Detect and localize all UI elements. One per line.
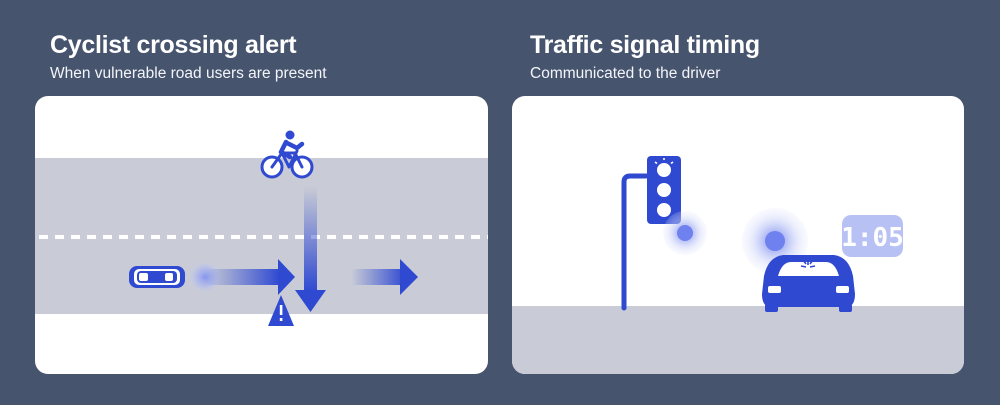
- car-motion-arrow: [205, 259, 295, 295]
- road: [35, 158, 488, 314]
- countdown-display-text: 1:05: [841, 223, 904, 253]
- car-icon: [129, 266, 185, 288]
- traffic-signal-illustration: 1:05: [512, 156, 964, 374]
- panel-title: Traffic signal timing: [530, 31, 760, 59]
- cyclist-crossing-illustration: [35, 130, 488, 326]
- ground: [512, 306, 964, 374]
- panel-title: Cyclist crossing alert: [50, 31, 297, 59]
- panel-heading-cyclist: Cyclist crossing alert When vulnerable r…: [50, 33, 327, 82]
- cyclist-path-arrow: [295, 186, 326, 312]
- traffic-light-pole: [621, 173, 649, 311]
- panel-heading-signal: Traffic signal timing Communicated to th…: [530, 33, 760, 82]
- traffic-light-icon: [647, 156, 681, 224]
- continuing-motion-arrow: [351, 259, 418, 295]
- bicycle-icon: [260, 130, 314, 179]
- panel-subtitle: Communicated to the driver: [530, 65, 721, 82]
- cyclist-crossing-card: [35, 96, 488, 374]
- car-icon: [762, 255, 855, 312]
- panel-subtitle: When vulnerable road users are present: [50, 65, 327, 82]
- traffic-signal-card: 1:05: [512, 96, 964, 374]
- warning-icon: [268, 295, 294, 326]
- signal-broadcast-pulse: [663, 211, 707, 255]
- countdown-display-icon: 1:05: [841, 215, 904, 257]
